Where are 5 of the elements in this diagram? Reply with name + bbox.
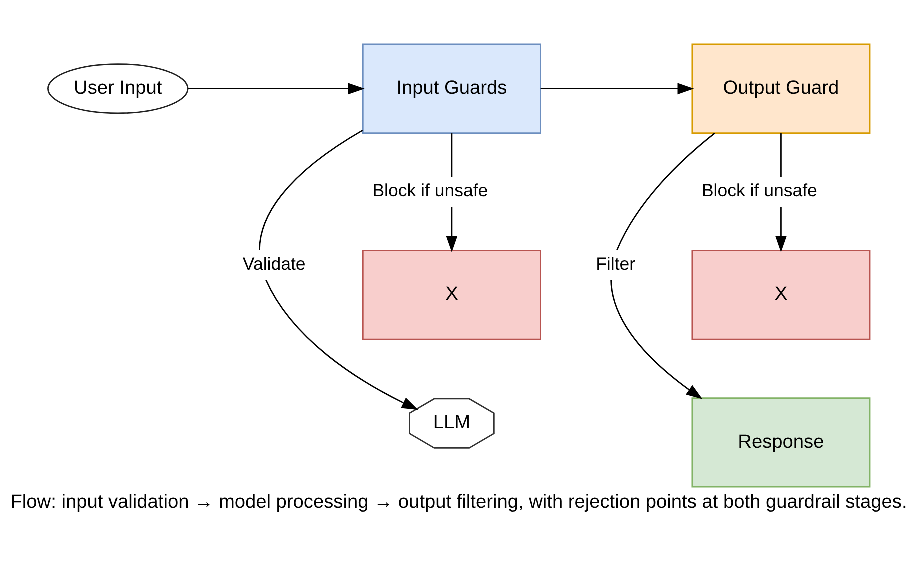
edge-label: Block if unsafe [702,180,818,201]
edge-label: Validate [242,254,306,274]
edge-label: Block if unsafe [372,180,488,201]
caption: Flow: input validation → model processing → output filtering, with rejection points at both guardrail stages. [10,492,908,513]
edge-label: Filter [596,254,636,274]
